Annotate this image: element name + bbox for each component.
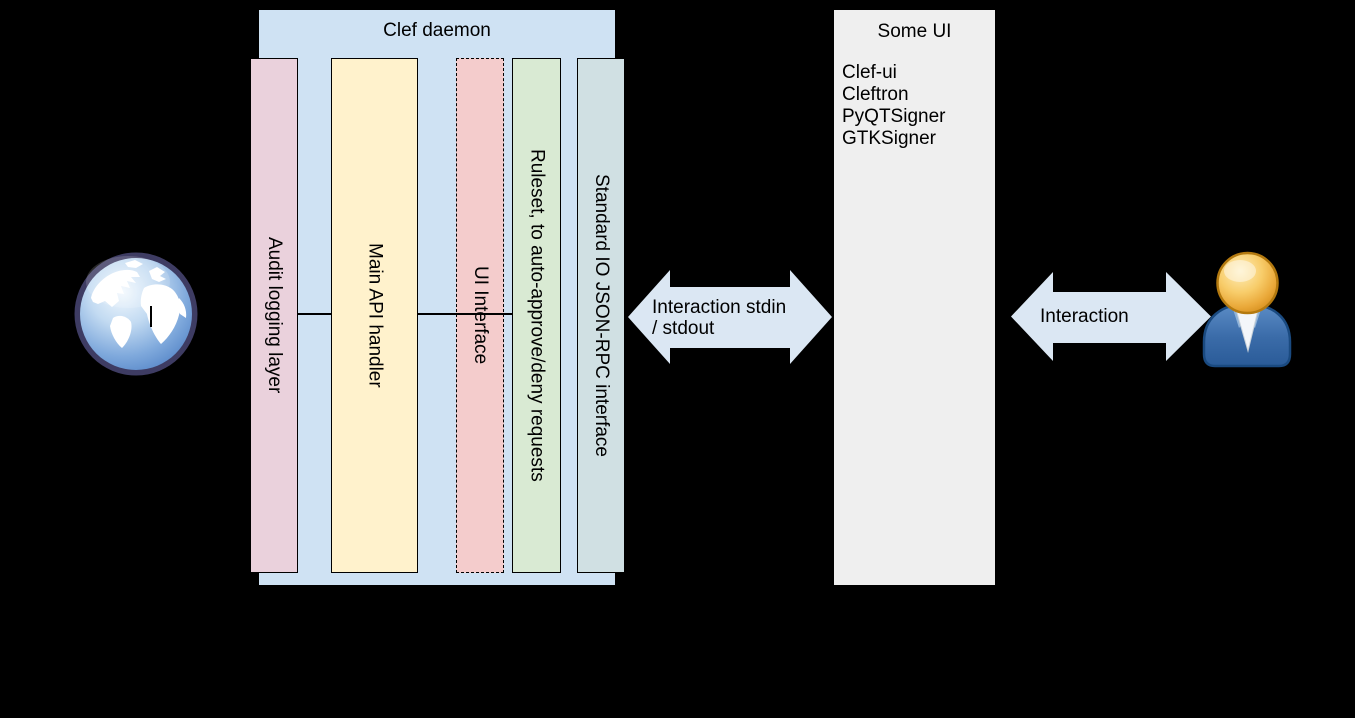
column-stdio-jsonrpc: Standard IO JSON-RPC interface <box>577 58 625 573</box>
globe-highlight <box>86 256 170 308</box>
stdio-double-arrow-icon <box>628 270 832 364</box>
stdio-arrow-label-line1: Interaction stdin <box>652 297 787 318</box>
column-main-api-handler: Main API handler <box>331 58 418 573</box>
user-arrow-label: Interaction <box>1040 306 1129 327</box>
column-ui-interface-label: UI Interface <box>470 266 491 365</box>
some-ui-title: Some UI <box>877 21 952 42</box>
user-double-arrow-icon <box>1011 272 1211 361</box>
column-audit-logging-layer-label: Audit logging layer <box>264 237 285 394</box>
column-ruleset-label: Ruleset, to auto-approve/deny requests <box>526 149 548 482</box>
person-head-highlight <box>1224 260 1256 282</box>
some-ui-item-pyqtsigner: PyQTSigner <box>842 106 946 127</box>
stdio-arrow-label: Interaction stdin / stdout <box>652 297 786 339</box>
stray-vertical-line <box>150 306 152 327</box>
column-main-api-handler-label: Main API handler <box>364 243 386 388</box>
some-ui-item-clef-ui: Clef-ui <box>842 62 897 83</box>
globe-icon <box>74 252 198 376</box>
some-ui-item-gtksigner: GTKSigner <box>842 128 936 149</box>
person-head <box>1216 251 1279 315</box>
column-stdio-jsonrpc-label: Standard IO JSON-RPC interface <box>591 174 612 457</box>
connector-line-api-ruleset <box>417 313 513 315</box>
column-ui-interface: UI Interface <box>456 58 504 573</box>
globe-continents <box>91 260 187 348</box>
some-ui-list: Clef-ui Cleftron PyQTSigner GTKSigner <box>842 62 945 150</box>
connector-line-audit-api <box>297 313 331 315</box>
column-ruleset: Ruleset, to auto-approve/deny requests <box>512 58 561 573</box>
some-ui-item-cleftron: Cleftron <box>842 84 909 105</box>
some-ui-box <box>832 8 997 587</box>
person-icon <box>1202 251 1292 368</box>
column-audit-logging-layer: Audit logging layer <box>250 58 298 573</box>
clef-daemon-title: Clef daemon <box>383 20 491 41</box>
stdio-arrow-label-line2: / stdout <box>652 318 715 339</box>
clef-daemon-box <box>257 8 617 587</box>
